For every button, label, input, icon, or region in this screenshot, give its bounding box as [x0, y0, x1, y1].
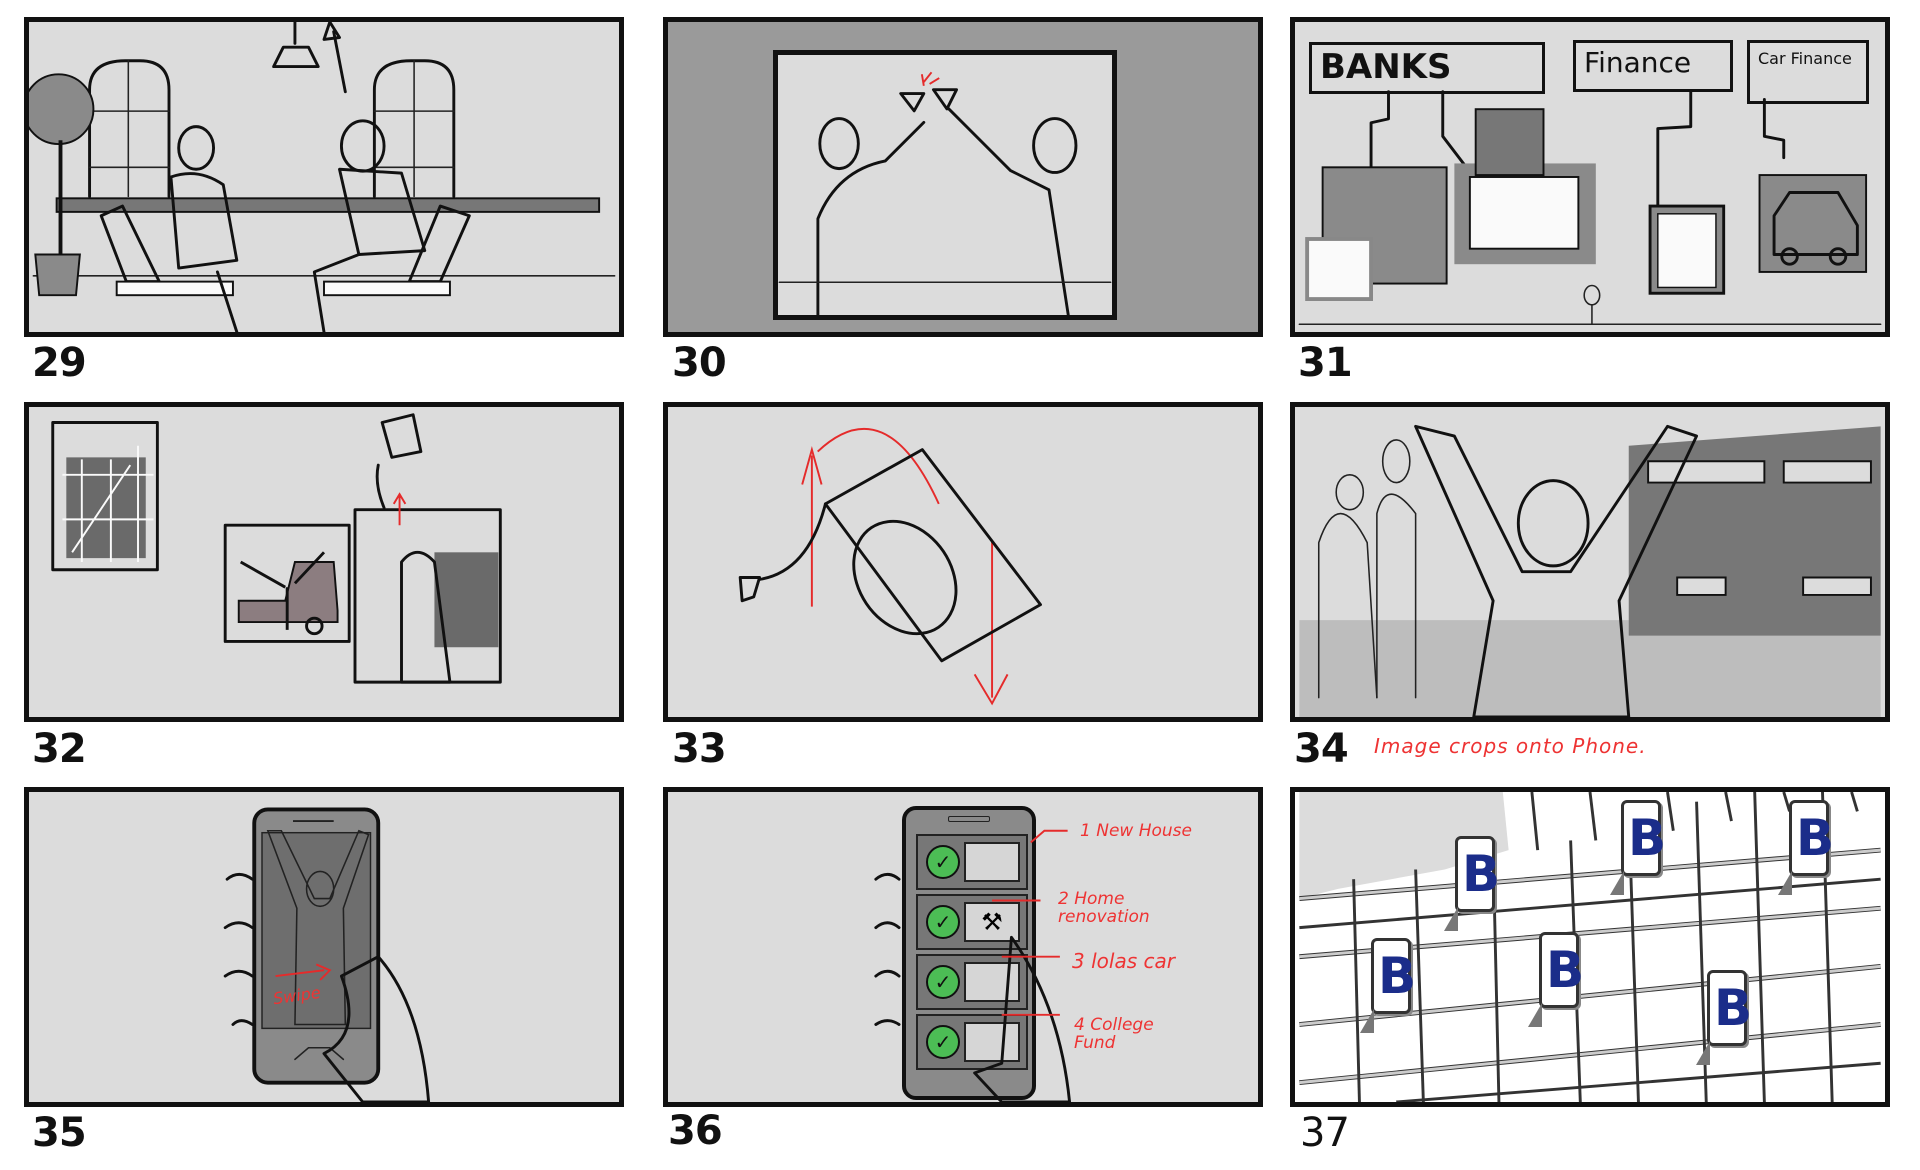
callout-new-house: 1 New House [1080, 822, 1192, 840]
panel-number: 34 [1294, 726, 1349, 772]
bank-pin[interactable]: B [1778, 800, 1835, 895]
car-icon [964, 962, 1020, 1002]
graduate-celebration-illustration [1299, 424, 1881, 717]
bank-pin[interactable]: B [1696, 970, 1753, 1065]
phone-device: ✓ ✓ ⚒ ✓ ✓ [902, 806, 1036, 1100]
panel-number: 31 [1298, 340, 1353, 386]
bank-logo-icon: B [1462, 845, 1501, 903]
bank-pin[interactable]: B [1528, 932, 1585, 1027]
hand-and-callouts [874, 829, 1072, 1102]
bank-pin[interactable]: B [1444, 836, 1501, 931]
checklist-row-2[interactable]: ✓ ⚒ [916, 894, 1028, 950]
check-icon: ✓ [926, 845, 960, 879]
bank-logo-icon: B [1546, 941, 1585, 999]
lounge-toast-illustration [29, 22, 616, 332]
sign-car-finance: Car Finance [1747, 40, 1869, 104]
callout-index: 4 [1074, 1015, 1085, 1035]
tools-icon: ⚒ [964, 902, 1020, 942]
callout-label: College Fund [1074, 1015, 1154, 1053]
checklist-row-1[interactable]: ✓ [916, 834, 1028, 890]
panel-number: 35 [32, 1110, 87, 1156]
bank-pin[interactable]: B [1610, 800, 1667, 895]
graduation-cap-icon [964, 1022, 1020, 1062]
panel-36: ✓ ✓ ⚒ ✓ ✓ 1 New House 2 Home renovation … [663, 787, 1263, 1107]
glasses-clink-illustration [778, 71, 1112, 315]
house-icon [964, 842, 1020, 882]
panel-number: 32 [32, 726, 87, 772]
bank-logo-icon: B [1628, 809, 1667, 867]
callout-label: lolas car [1091, 949, 1175, 973]
panel-34-annotation: Image crops onto Phone. [1374, 734, 1647, 758]
panel-31: BANKS Finance Car Finance [1290, 17, 1890, 337]
callout-home-renovation: 2 Home renovation [1058, 890, 1198, 926]
panel-number: 37 [1300, 1110, 1350, 1156]
callout-index: 3 [1072, 949, 1085, 973]
panel-32 [24, 402, 624, 722]
panel-number: 36 [668, 1108, 723, 1154]
panel-number: 29 [32, 340, 87, 386]
callout-label: New House [1096, 821, 1192, 841]
three-vignettes-illustration [51, 413, 502, 684]
bank-logo-icon: B [1714, 979, 1753, 1037]
bank-logo-icon: B [1796, 809, 1835, 867]
sign-finance: Finance [1573, 40, 1733, 92]
callout-college-fund: 4 College Fund [1074, 1016, 1164, 1052]
checklist-row-4[interactable]: ✓ [916, 1014, 1028, 1070]
panel-number: 30 [672, 340, 727, 386]
bank-logo-icon: B [1378, 947, 1417, 1005]
panel-30 [663, 17, 1263, 337]
check-icon: ✓ [926, 1025, 960, 1059]
check-icon: ✓ [926, 965, 960, 999]
panel-33 [663, 402, 1263, 722]
panel-37: B B B B B B [1290, 787, 1890, 1107]
callout-index: 1 [1080, 821, 1091, 841]
check-icon: ✓ [926, 905, 960, 939]
panel-34 [1290, 402, 1890, 722]
phone-swipe-illustration [223, 807, 431, 1102]
phone-earpiece [948, 816, 990, 822]
panel-number: 33 [672, 726, 727, 772]
inset-crop-frame [773, 50, 1117, 320]
finance-map-illustration [1298, 90, 1882, 326]
callout-index: 2 [1058, 889, 1069, 909]
sign-banks: BANKS [1309, 42, 1545, 94]
checklist-row-3[interactable]: ✓ [916, 954, 1028, 1010]
bank-pin[interactable]: B [1360, 938, 1417, 1033]
panel-29 [24, 17, 624, 337]
panel-35: Swipe [24, 787, 624, 1107]
cap-flip-illustration [738, 427, 1042, 706]
callout-lolas-car: 3 lolas car [1072, 949, 1175, 973]
callout-label: Home renovation [1058, 889, 1150, 927]
